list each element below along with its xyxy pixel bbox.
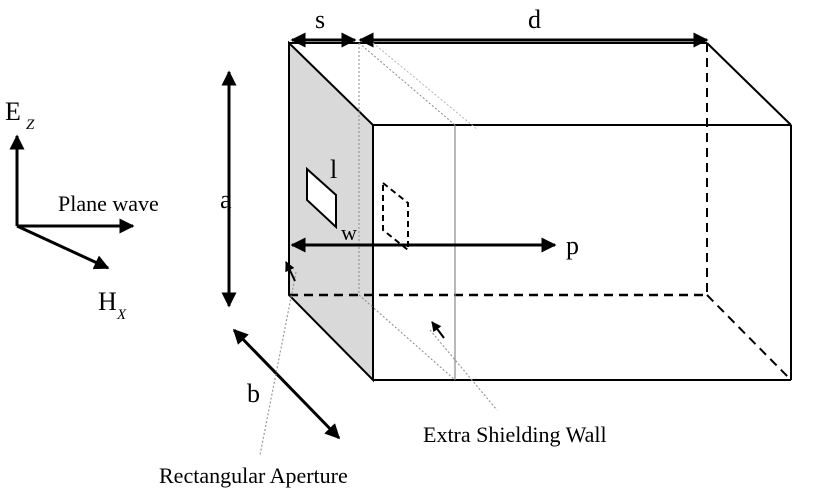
rectangular-aperture-label: Rectangular Aperture [159, 463, 348, 488]
distance-p-label: p [566, 231, 579, 260]
box-hidden-depth-edge [706, 294, 792, 381]
hx-axis-arrow [16, 224, 110, 270]
wall-leader-arrow [431, 321, 445, 339]
distance-p: p [290, 231, 579, 260]
wall-leader-line [429, 329, 498, 411]
aperture-leader-arrow [285, 261, 296, 282]
dimension-s: s [290, 5, 357, 48]
dimension-b-arrow [232, 328, 341, 440]
aperture-width-label: w [341, 220, 357, 245]
aperture-length-label: l [330, 155, 337, 184]
hx-subscript: X [116, 307, 127, 323]
dimension-a-label: a [220, 185, 232, 214]
aperture-leader-line [259, 271, 297, 456]
rectangular-aperture [306, 166, 337, 230]
dimension-a: a [220, 70, 237, 308]
coordinate-axes: E Z Plane wave H X [5, 97, 159, 323]
extra-shielding-wall-label: Extra Shielding Wall [423, 422, 607, 447]
enclosure-box [289, 42, 792, 381]
inner-wall-top-edge [358, 42, 456, 126]
plane-wave-label: Plane wave [58, 191, 159, 216]
dimension-b: b [232, 328, 341, 440]
dimension-d: d [358, 5, 709, 48]
dimension-b-label: b [247, 379, 260, 408]
wall-top-leader-line [372, 42, 479, 131]
ez-subscript: Z [26, 117, 35, 133]
ez-label: E [5, 97, 21, 126]
dimension-s-label: s [315, 5, 325, 34]
dimension-d-label: d [528, 5, 541, 34]
box-top-right-edge [706, 42, 792, 126]
inner-wall-bottom-edge [358, 294, 456, 381]
observation-point-outline [382, 180, 409, 253]
hx-label: H [98, 287, 117, 316]
extra-shielding-wall [358, 42, 456, 381]
leader-lines [259, 42, 498, 456]
